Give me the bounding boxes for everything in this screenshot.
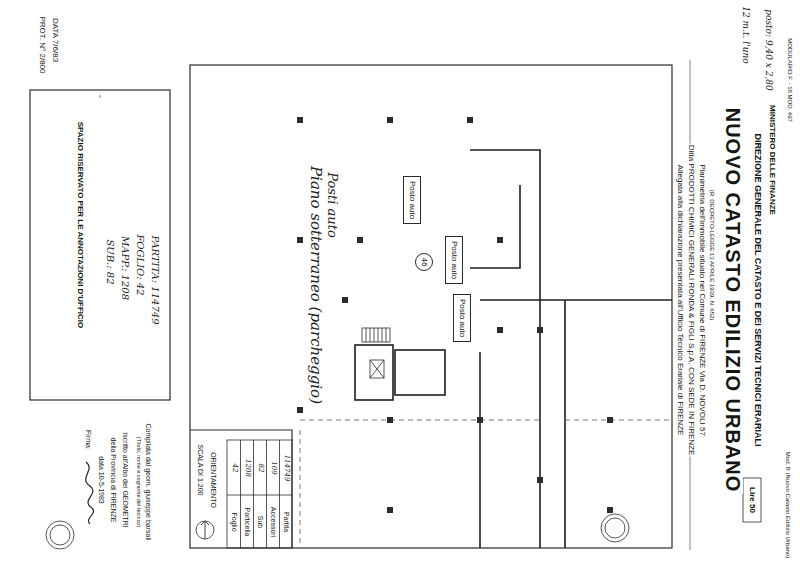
table-cell: Partita: [283, 511, 290, 533]
wall: [470, 150, 540, 548]
table-cell: 82: [257, 463, 264, 474]
stamp-box: [743, 478, 761, 522]
space-number: 46: [415, 253, 434, 272]
columns: [297, 117, 613, 513]
stairs: [362, 328, 390, 342]
signature-label: Firma:: [85, 429, 92, 451]
node-text: Posto auto: [458, 299, 466, 337]
province-line: della Provincia di FIRENZE: [110, 437, 117, 524]
table-cell: 42: [231, 463, 238, 474]
sheet-frames: [30, 60, 761, 550]
dashed-line: [300, 420, 540, 421]
compass: [196, 521, 214, 539]
table-cell: 109: [270, 460, 277, 475]
table-cell: 114749: [283, 454, 290, 483]
office-notes-frame: [30, 90, 170, 400]
dashed-line: [565, 420, 672, 421]
form-code: MODULARIO F. - 18 MOD. 497: [787, 37, 793, 123]
register-field: FOGLIO: 42: [135, 233, 145, 296]
orientation-label: ORIENTAMENTO: [210, 451, 217, 509]
parking-space: Posto auto: [453, 294, 471, 342]
table-cell: Sub: [257, 515, 264, 529]
wall: [479, 352, 481, 548]
parking-space: Posto auto: [445, 236, 463, 284]
compiler-note: (Titolo, nome e cognome del tecnico): [135, 436, 141, 528]
wall: [470, 185, 520, 268]
decree-note: (R. DECRETO-LEGGE 13 APRILE 1939, N. 652…: [709, 189, 715, 322]
table-rule: [227, 495, 292, 496]
owner-line: Ditta PRODOTTI CHIMICI GENERALI RONDA & …: [687, 144, 695, 457]
stamps: [46, 514, 629, 549]
core-room: [395, 350, 445, 395]
lift: [370, 360, 384, 378]
scale-box: [190, 430, 292, 548]
table-rule: [253, 440, 254, 548]
office-name: DIREZIONE GENERALE DEL CATASTO E DEI SER…: [753, 132, 762, 447]
ministry-name: MINISTERO DELLE FINANZE: [768, 104, 776, 216]
property-line: Planimetria dell'immobile situato nel Co…: [698, 163, 706, 437]
handwritten-note: posto: 9,40 x 2,80: [764, 8, 773, 92]
floor-label: Posti auto: [326, 171, 339, 238]
form-name: Mod. B (Nuovo Catasto Edilizio Urbano): [785, 451, 791, 559]
node-text: Posto auto: [450, 241, 458, 279]
signature: [86, 462, 94, 524]
table-cell: Particella: [244, 507, 251, 538]
table-frame: [227, 440, 292, 548]
stair-treads: [366, 328, 386, 342]
register-line: Iscritto all'Albo dei GEOMETRI: [122, 431, 129, 528]
protocol-field: PROT. N° 2/800: [38, 16, 46, 75]
table-cell: Accessori: [270, 506, 277, 538]
register-field: MAPP.: 1208: [120, 235, 130, 301]
table-rule: [279, 440, 280, 548]
scale-label: SCALA DI 1:200: [197, 444, 204, 497]
register-field: SUB.: 82: [105, 238, 115, 285]
table-rule: [266, 440, 267, 548]
floor-label: Piano sotterraneo (parcheggio): [308, 165, 323, 405]
wall: [564, 300, 566, 548]
plan-frame: [190, 65, 672, 548]
date-line: data 10-5-1983: [98, 455, 105, 504]
core-room: [355, 345, 393, 400]
wall: [480, 299, 672, 301]
form-title: NUOVO CATASTO EDILIZIO URBANO: [723, 107, 743, 494]
table-rule: [240, 440, 241, 548]
dashed-line: [100, 95, 101, 98]
compiler-line: Compilata dal geom. giuseppe barsali: [145, 422, 152, 541]
grid-lines: [100, 95, 672, 548]
parking-space: Posto auto: [403, 176, 421, 224]
office-line: Allegata alla dichiarazione presentata a…: [676, 164, 684, 437]
table-cell: Foglio: [231, 511, 238, 532]
handwritten-note: 12 m.t. l'uno: [741, 5, 750, 64]
office-heading: SPAZIO RISERVATO PER LE ANNOTAZIONI D'UF…: [76, 121, 84, 330]
dashed-line: [300, 430, 301, 548]
lift-cross: [370, 360, 384, 378]
stairs-lift: [362, 328, 390, 378]
node-text: Posto auto: [408, 181, 416, 219]
date-field: DATA 7/6/83: [51, 17, 59, 63]
register-field: PARTITA: 114749: [150, 234, 160, 325]
table-cell: 1208: [244, 458, 251, 478]
node-text: 46: [420, 258, 428, 267]
stamp-value: Lire 50: [748, 486, 756, 514]
cadastral-table: [227, 440, 292, 548]
walls: [355, 150, 672, 548]
